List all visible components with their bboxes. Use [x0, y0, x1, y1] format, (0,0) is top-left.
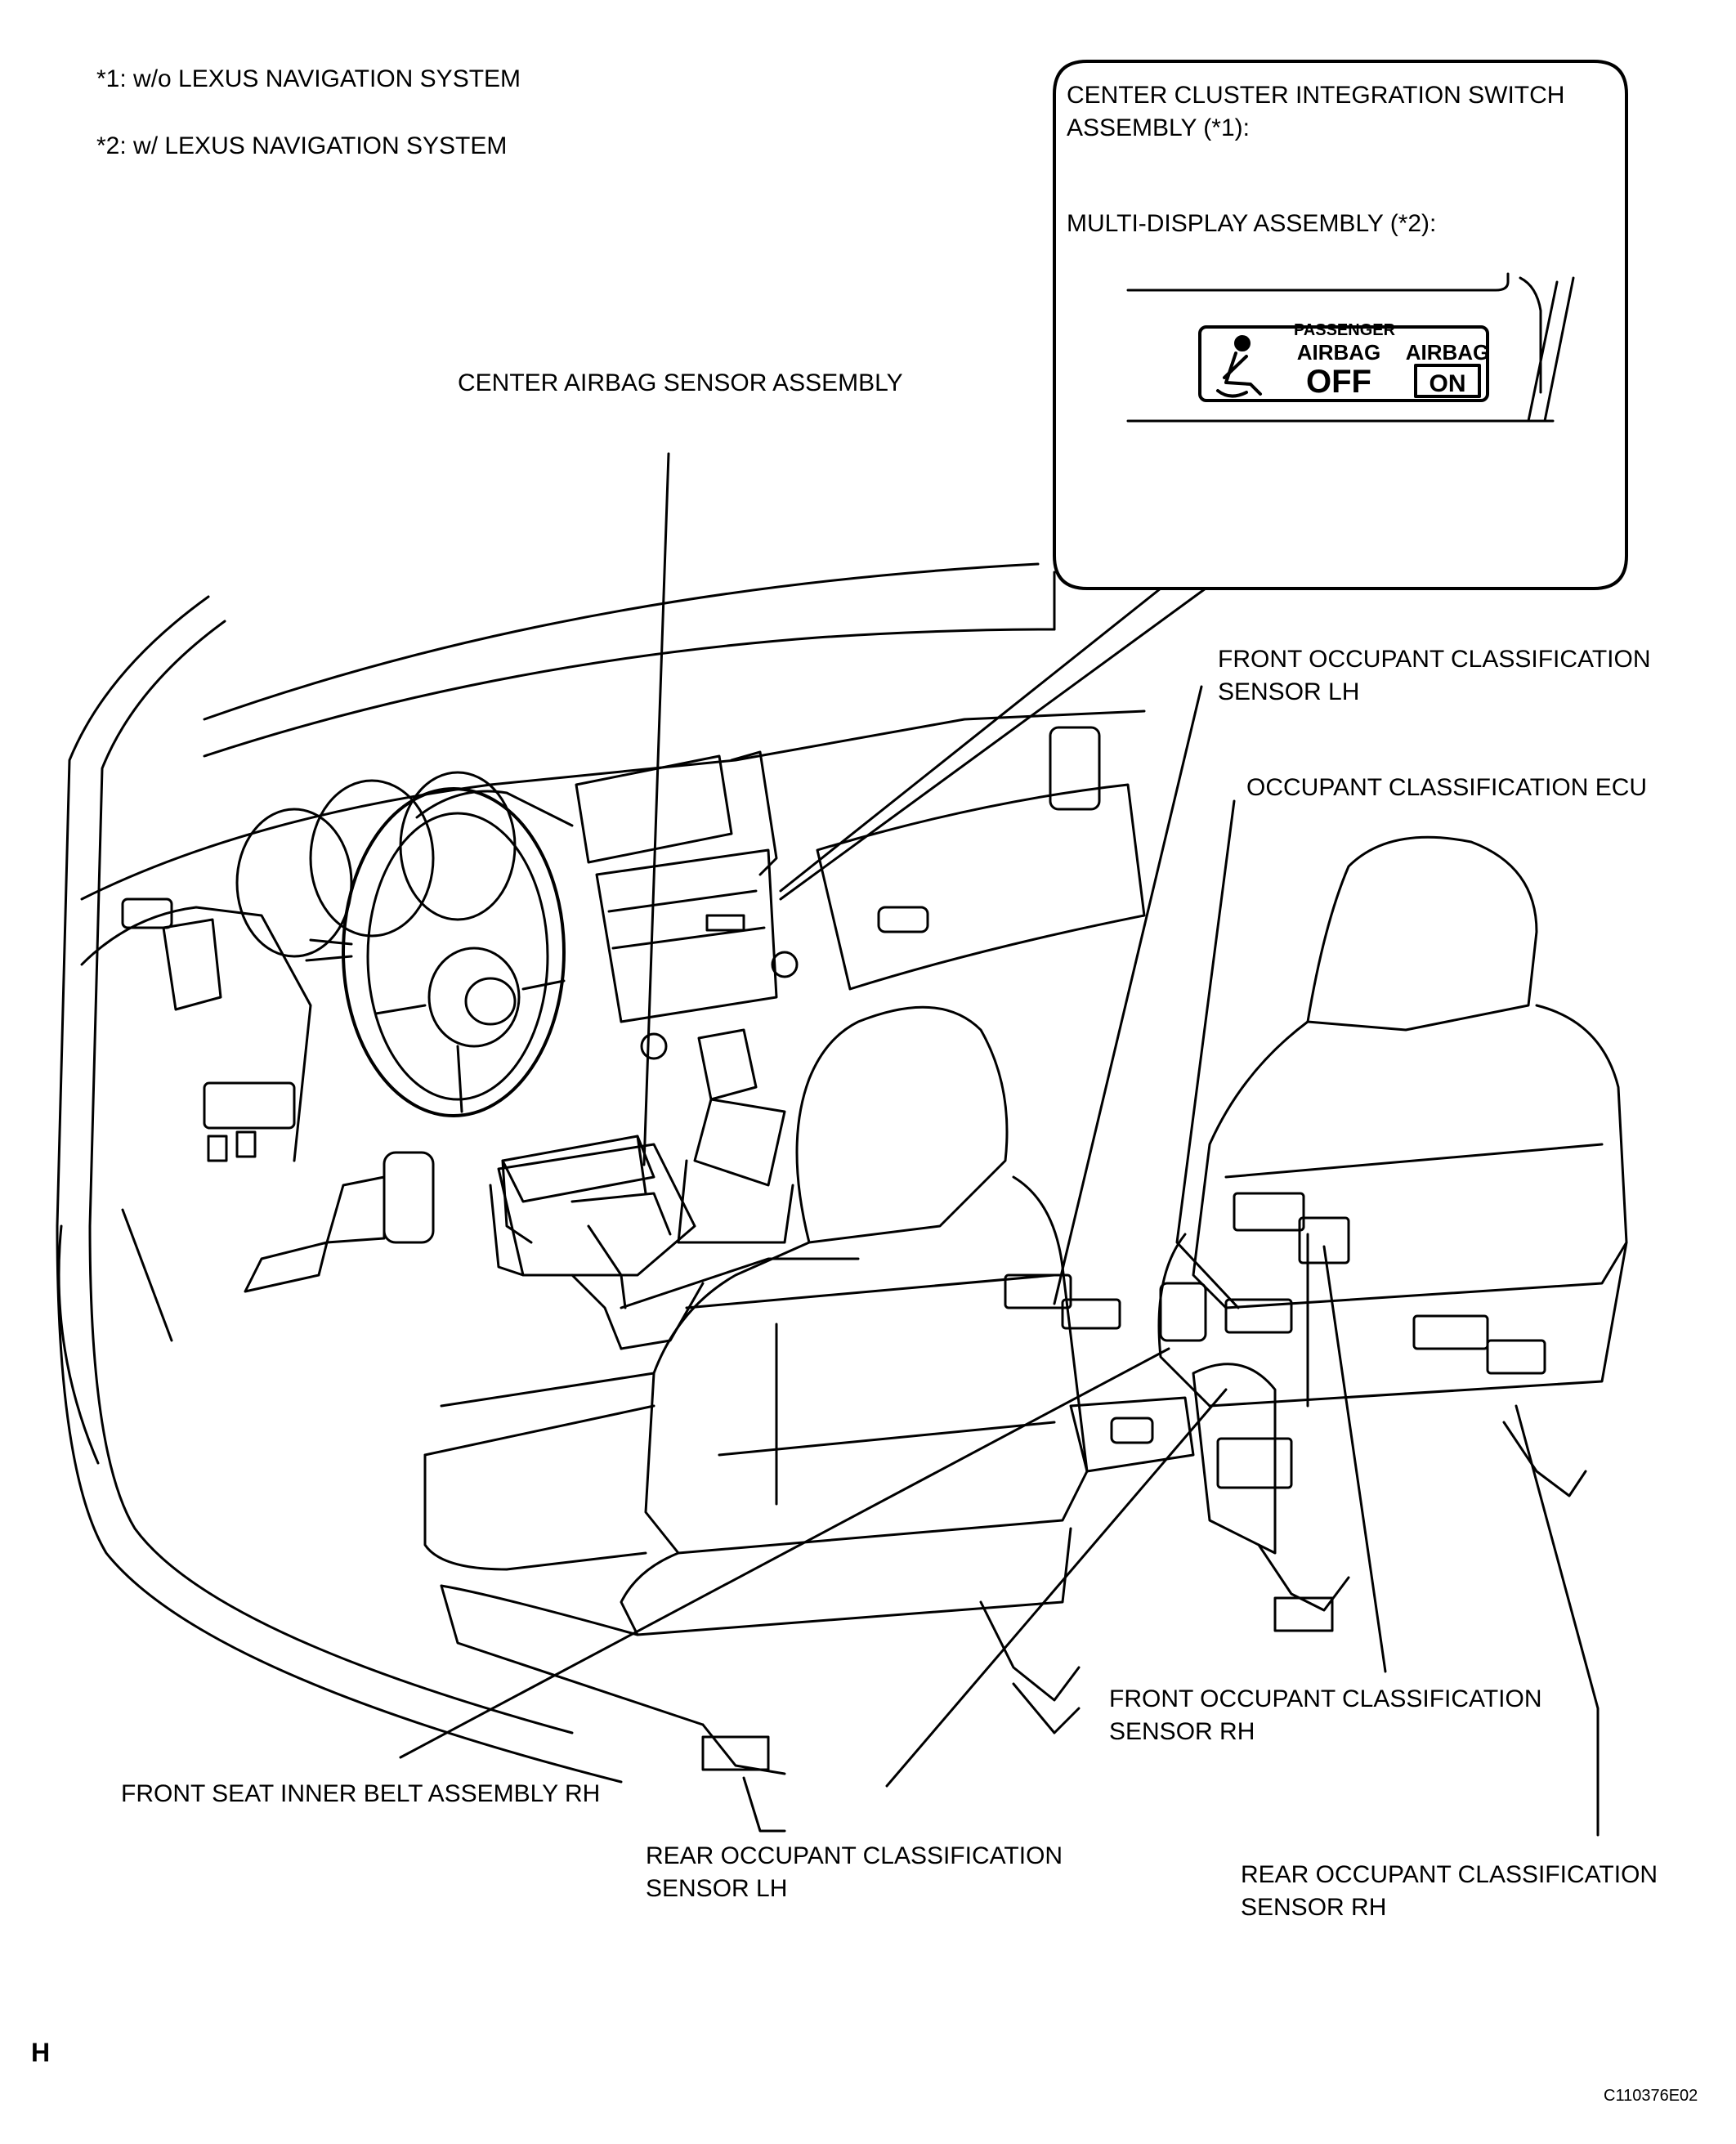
dashboard: [80, 562, 1146, 1350]
indicator-airbag-off-bottom: OFF: [1306, 364, 1371, 400]
callout-line-3: MULTI-DISPLAY ASSEMBLY (*2):: [1067, 210, 1437, 237]
leader-callout-1: [779, 587, 1162, 893]
leader-front-rh: [1322, 1245, 1387, 1673]
seatbelt-person-icon: [1216, 335, 1262, 398]
note-1: *1: w/o LEXUS NAVIGATION SYSTEM: [96, 65, 521, 92]
label-rear-sensor-lh-1: REAR OCCUPANT CLASSIFICATION: [646, 1842, 1063, 1869]
label-front-sensor-rh-1: FRONT OCCUPANT CLASSIFICATION: [1109, 1685, 1542, 1712]
footer-code: C110376E02: [1604, 2087, 1698, 2105]
callout-line-1: CENTER CLUSTER INTEGRATION SWITCH: [1067, 82, 1565, 109]
label-center-airbag-sensor: CENTER AIRBAG SENSOR ASSEMBLY: [458, 369, 903, 396]
leader-ecu: [1175, 799, 1240, 1309]
dash-panel-sketch: [1126, 272, 1575, 423]
callout-line-2: ASSEMBLY (*1):: [1067, 114, 1250, 141]
leader-lines: [399, 452, 1600, 1837]
label-rear-sensor-rh-2: SENSOR RH: [1241, 1894, 1387, 1921]
leader-center-airbag: [642, 452, 670, 1166]
label-front-seat-inner-belt: FRONT SEAT INNER BELT ASSEMBLY RH: [121, 1780, 601, 1807]
label-front-sensor-rh-2: SENSOR RH: [1109, 1718, 1255, 1745]
front-seat-rh: [423, 1005, 1089, 1833]
leader-rear-rh: [1515, 1404, 1600, 1837]
front-seat-lh: [1157, 835, 1628, 1632]
leader-callout-2: [779, 587, 1207, 901]
airbag-on-box: [1414, 364, 1481, 398]
door-frame: [56, 595, 623, 1784]
leader-belt: [399, 1347, 1170, 1759]
indicator-airbag-on-top: AIRBAG: [1406, 340, 1490, 365]
callout-box: [1053, 60, 1628, 590]
label-front-sensor-lh-1: FRONT OCCUPANT CLASSIFICATION: [1218, 646, 1651, 673]
note-2: *2: w/ LEXUS NAVIGATION SYSTEM: [96, 132, 508, 159]
airbag-indicator-frame: [1198, 325, 1489, 402]
label-occupant-ecu: OCCUPANT CLASSIFICATION ECU: [1246, 774, 1648, 801]
indicator-airbag-on-bottom: ON: [1430, 370, 1466, 397]
indicator-airbag-off-top: AIRBAG: [1297, 340, 1381, 365]
label-rear-sensor-lh-2: SENSOR LH: [646, 1875, 788, 1902]
footer-letter: H: [31, 2038, 51, 2067]
label-front-sensor-lh-2: SENSOR LH: [1218, 678, 1360, 705]
leader-rear-lh: [885, 1388, 1228, 1788]
label-rear-sensor-rh-1: REAR OCCUPANT CLASSIFICATION: [1241, 1861, 1658, 1888]
sensors: [501, 1135, 1546, 1555]
leader-front-lh: [1053, 685, 1203, 1305]
indicator-passenger: PASSENGER: [1294, 321, 1396, 339]
